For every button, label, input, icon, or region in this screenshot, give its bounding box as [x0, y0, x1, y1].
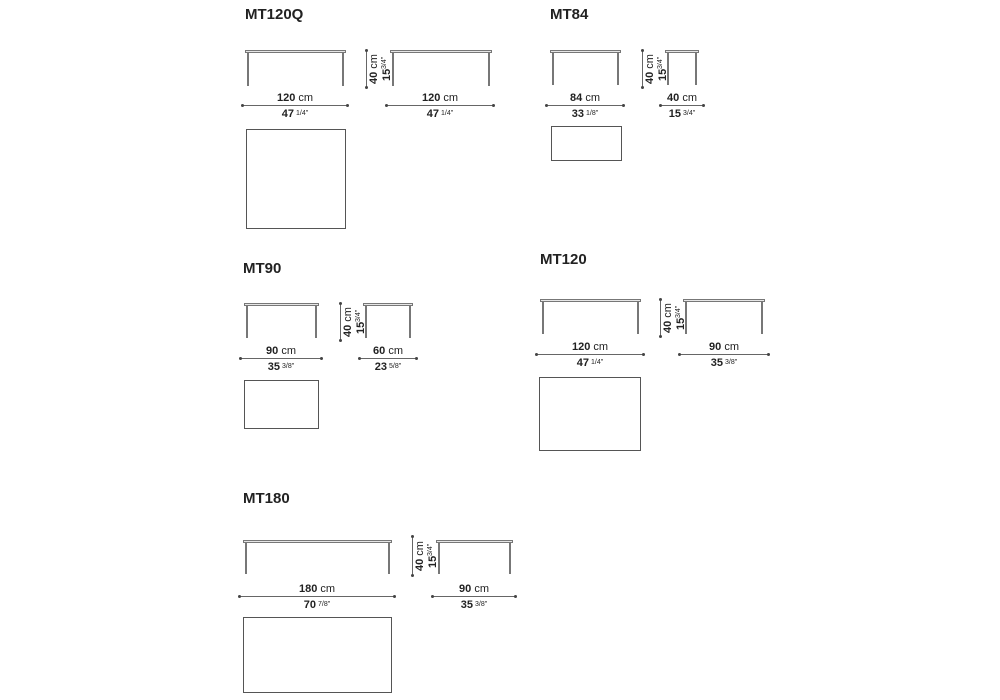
front-elevation-drawing	[540, 299, 641, 334]
height-cm: 40	[662, 320, 674, 333]
width-cm: 120	[276, 92, 296, 104]
height-unit: cm	[644, 54, 656, 69]
width-frac: 1/4"	[296, 110, 309, 117]
width-inch: 35	[460, 599, 474, 611]
width-inch: 47	[426, 108, 440, 120]
front-elevation-drawing	[550, 50, 621, 85]
height-unit: cm	[342, 307, 354, 322]
width-cm: 180	[298, 583, 318, 595]
width-inch: 47	[576, 357, 590, 369]
width-unit: cm	[281, 345, 296, 357]
width-unit: cm	[724, 341, 739, 353]
width-frac: 1/4"	[591, 359, 604, 366]
width-unit: cm	[388, 345, 403, 357]
height-frac: 3/4"	[675, 305, 682, 318]
height-frac: 3/4"	[657, 56, 664, 69]
height-cm: 40	[342, 324, 354, 337]
width-unit: cm	[443, 92, 459, 104]
width-inch: 35	[710, 357, 724, 369]
height-frac: 3/4"	[381, 56, 388, 69]
width-inch: 23	[374, 361, 388, 373]
side-elevation-drawing	[665, 50, 699, 85]
width-cm: 90	[459, 583, 472, 595]
width-frac: 3/4"	[683, 110, 696, 117]
width-cm: 60	[373, 345, 386, 357]
width-unit: cm	[593, 341, 609, 353]
width-unit: cm	[682, 92, 697, 104]
side-elevation-drawing	[683, 299, 765, 334]
width-inch: 33	[571, 108, 585, 120]
height-frac: 3/4"	[355, 309, 362, 322]
width-cm: 40	[667, 92, 680, 104]
product-title: MT84	[550, 6, 589, 23]
plan-view-drawing	[246, 129, 346, 229]
front-elevation-drawing	[243, 540, 392, 574]
plan-view-drawing	[244, 380, 319, 429]
height-cm: 40	[644, 71, 656, 84]
width-frac: 1/8"	[586, 110, 599, 117]
width-cm: 120	[571, 341, 591, 353]
width-cm: 90	[709, 341, 722, 353]
width-frac: 7/8"	[318, 601, 331, 608]
width-cm: 120	[421, 92, 441, 104]
product-title: MT120	[540, 251, 587, 268]
height-unit: cm	[662, 303, 674, 318]
width-inch: 35	[267, 361, 281, 373]
width-frac: 1/4"	[441, 110, 454, 117]
width-cm: 90	[266, 345, 279, 357]
plan-view-drawing	[551, 126, 622, 161]
side-elevation-drawing	[436, 540, 513, 574]
height-unit: cm	[414, 541, 426, 556]
width-unit: cm	[474, 583, 489, 595]
plan-view-drawing	[539, 377, 641, 451]
side-elevation-drawing	[390, 50, 492, 86]
plan-view-drawing	[243, 617, 392, 693]
width-frac: 3/8"	[475, 601, 488, 608]
width-unit: cm	[320, 583, 336, 595]
product-title: MT120Q	[245, 6, 304, 23]
width-unit: cm	[298, 92, 314, 104]
width-inch: 70	[303, 599, 317, 611]
height-frac: 3/4"	[427, 543, 434, 556]
width-inch: 47	[281, 108, 295, 120]
front-elevation-drawing	[244, 303, 319, 338]
height-cm: 40	[414, 558, 426, 571]
width-frac: 3/8"	[725, 359, 738, 366]
width-frac: 5/8"	[389, 363, 402, 370]
height-cm: 40	[368, 71, 380, 84]
width-unit: cm	[585, 92, 600, 104]
product-title: MT90	[243, 260, 282, 277]
height-unit: cm	[368, 54, 380, 69]
width-inch: 15	[668, 108, 682, 120]
side-elevation-drawing	[363, 303, 413, 338]
product-title: MT180	[243, 490, 290, 507]
width-cm: 84	[570, 92, 583, 104]
width-frac: 3/8"	[282, 363, 295, 370]
front-elevation-drawing	[245, 50, 346, 86]
